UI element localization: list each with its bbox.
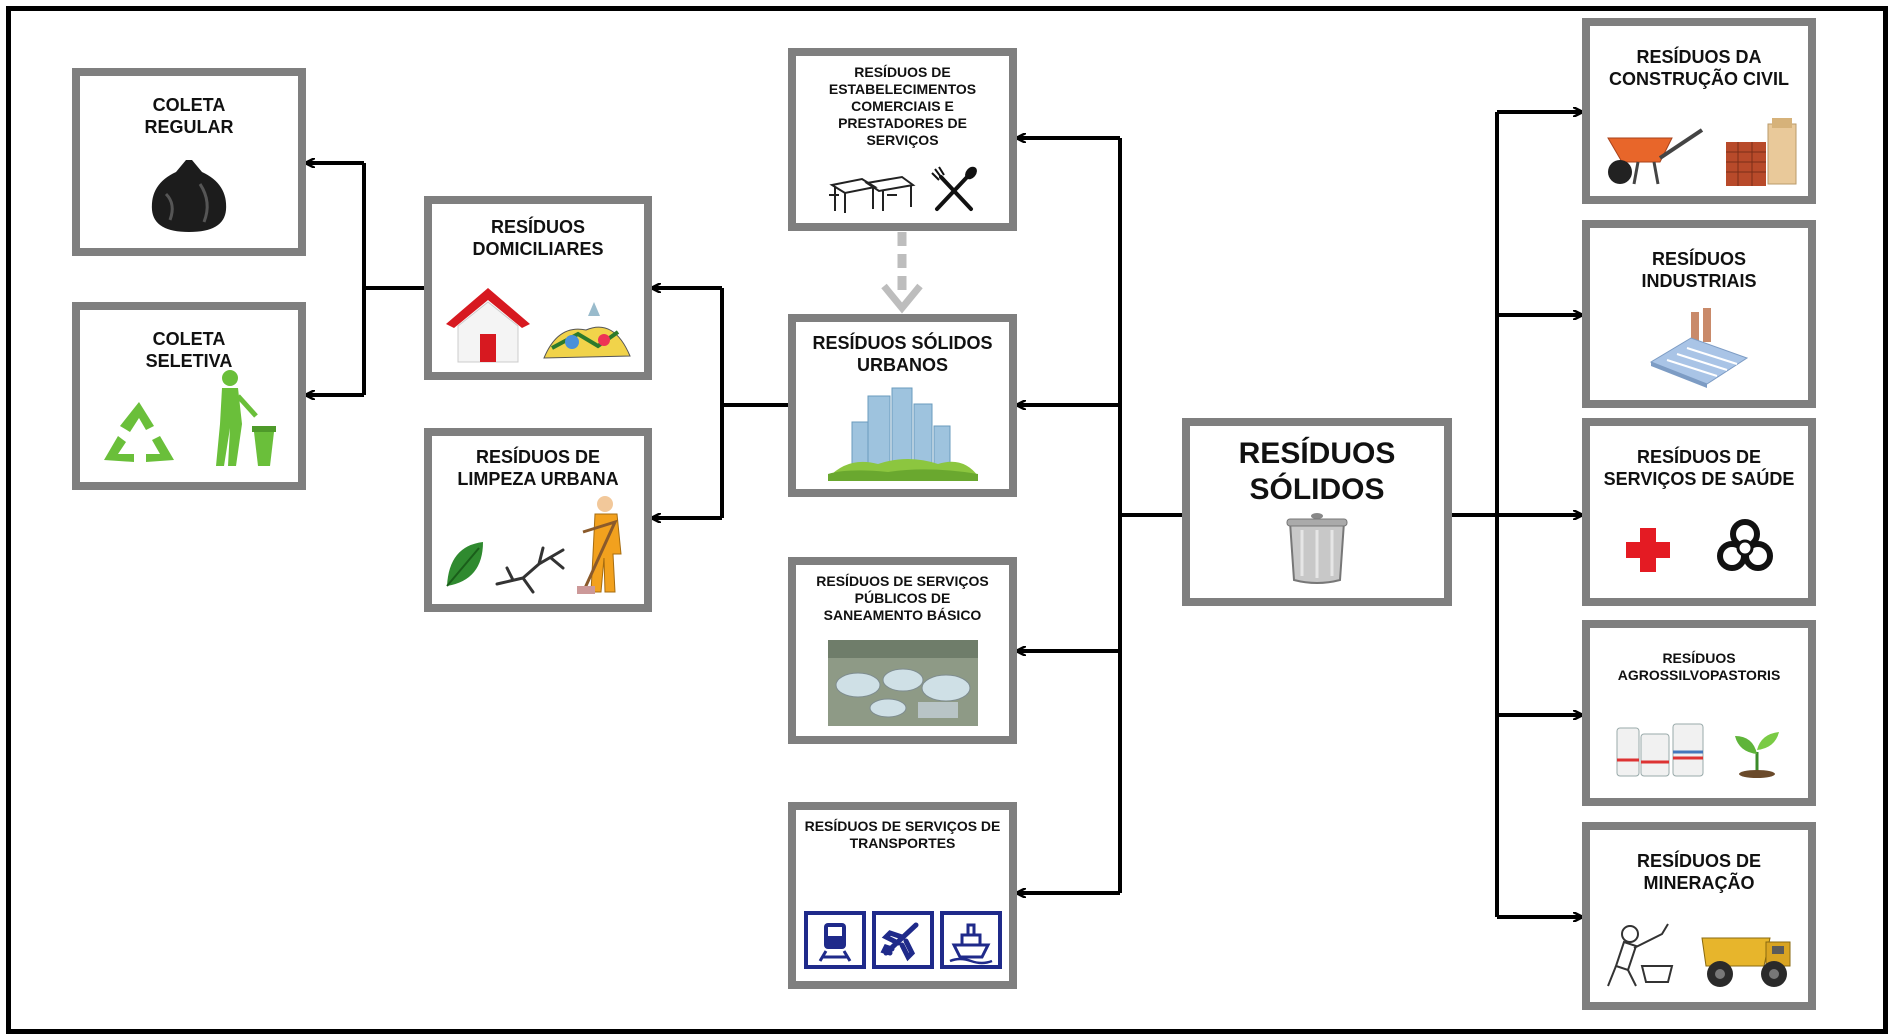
city-buildings-icon — [827, 387, 978, 481]
fork-spoon-icon — [930, 166, 977, 211]
limpeza-label: RESÍDUOS DE LIMPEZA URBANA — [457, 447, 619, 489]
ship-icon — [939, 911, 1002, 969]
factory-icon — [1649, 308, 1749, 388]
treatment-plant-photo-icon — [827, 640, 978, 726]
house-icon — [446, 288, 530, 363]
garbage-bag-icon — [151, 160, 227, 232]
box-industriais: RESÍDUOS INDUSTRIAIS — [1582, 220, 1816, 408]
street-sweeper-icon — [577, 496, 622, 594]
comerciais-label: RESÍDUOS DE ESTABELECIMENTOS COMERCIAIS … — [828, 64, 977, 148]
person-recycling-icon — [216, 370, 276, 466]
box-domiciliares: RESÍDUOS DOMICILIARES — [424, 196, 652, 380]
industriais-label: RESÍDUOS INDUSTRIAIS — [1641, 249, 1757, 291]
red-cross-icon — [1626, 528, 1670, 572]
center-label: RESÍDUOS SÓLIDOS — [1238, 437, 1396, 506]
box-coleta-seletiva: COLETA SELETIVA — [72, 302, 306, 490]
trash-can-icon — [1286, 513, 1348, 584]
chemical-containers-icon — [1616, 723, 1704, 777]
miner-icon — [1607, 923, 1674, 987]
airplane-icon — [871, 911, 934, 969]
coleta-seletiva-label: COLETA SELETIVA — [145, 329, 233, 371]
box-agro: RESÍDUOS AGROSSILVOPASTORIS — [1582, 620, 1816, 806]
box-transportes: RESÍDUOS DE SERVIÇOS DE TRANSPORTES — [788, 802, 1017, 989]
wheelbarrow-icon — [1607, 128, 1704, 185]
restaurant-tables-icon — [828, 175, 915, 213]
agro-label: RESÍDUOS AGROSSILVOPASTORIS — [1617, 650, 1781, 683]
mineracao-label: RESÍDUOS DE MINERAÇÃO — [1636, 851, 1762, 893]
train-icon — [803, 911, 866, 969]
garbage-pile-icon — [543, 302, 631, 359]
biohazard-icon — [1717, 519, 1773, 571]
branches-icon — [495, 546, 565, 594]
center-box-residuos-solidos: RESÍDUOS SÓLIDOS — [1182, 418, 1452, 606]
dump-truck-icon — [1701, 937, 1791, 987]
recycle-icon — [104, 402, 174, 462]
coleta-regular-label: COLETA REGULAR — [144, 95, 234, 137]
saude-label: RESÍDUOS DE SERVIÇOS DE SAÚDE — [1603, 447, 1795, 489]
urbanos-label: RESÍDUOS SÓLIDOS URBANOS — [812, 333, 993, 375]
dashed-arrow — [881, 232, 923, 314]
domiciliares-label: RESÍDUOS DOMICILIARES — [472, 217, 604, 259]
box-construcao: RESÍDUOS DA CONSTRUÇÃO CIVIL — [1582, 18, 1816, 204]
box-coleta-regular: COLETA REGULAR — [72, 68, 306, 256]
box-limpeza: RESÍDUOS DE LIMPEZA URBANA — [424, 428, 652, 612]
box-saude: RESÍDUOS DE SERVIÇOS DE SAÚDE — [1582, 418, 1816, 606]
box-mineracao: RESÍDUOS DE MINERAÇÃO — [1582, 822, 1816, 1010]
box-saneamento: RESÍDUOS DE SERVIÇOS PÚBLICOS DE SANEAME… — [788, 557, 1017, 744]
box-urbanos: RESÍDUOS SÓLIDOS URBANOS — [788, 314, 1017, 497]
leaf-icon — [446, 542, 483, 587]
construcao-label: RESÍDUOS DA CONSTRUÇÃO CIVIL — [1609, 47, 1789, 89]
saneamento-label: RESÍDUOS DE SERVIÇOS PÚBLICOS DE SANEAME… — [816, 573, 989, 623]
transportes-label: RESÍDUOS DE SERVIÇOS DE TRANSPORTES — [804, 818, 1001, 851]
bricks-icon — [1726, 118, 1797, 186]
box-comerciais: RESÍDUOS DE ESTABELECIMENTOS COMERCIAIS … — [788, 48, 1017, 231]
seedling-icon — [1735, 732, 1779, 778]
